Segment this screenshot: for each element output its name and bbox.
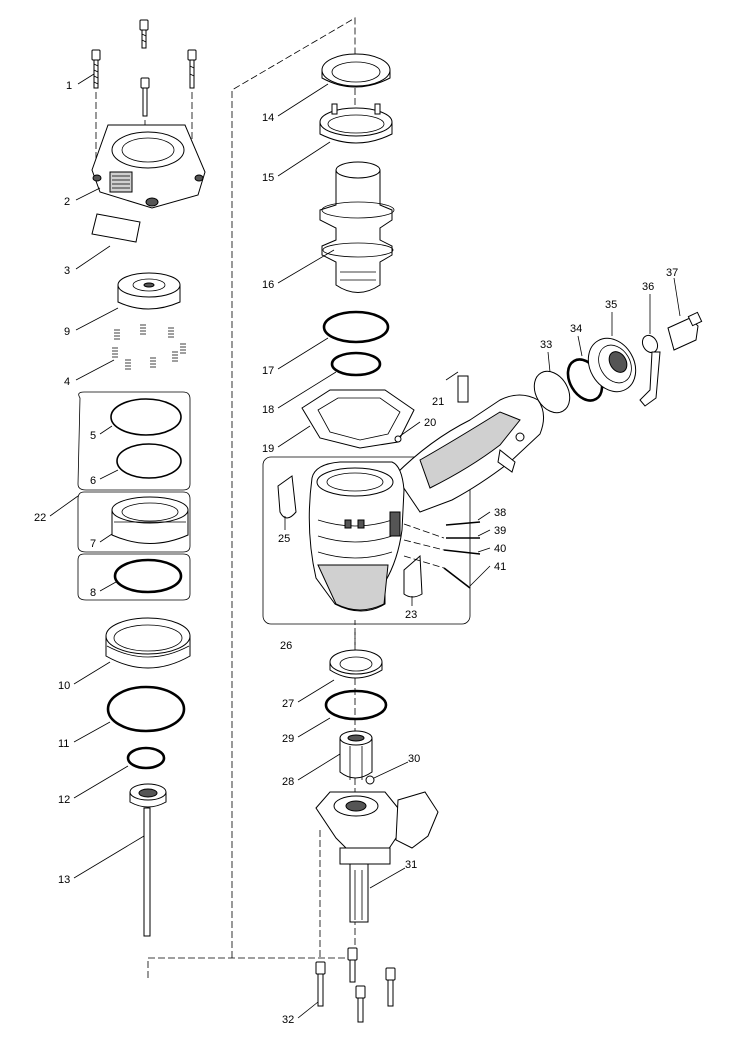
label-23: 23 xyxy=(405,609,417,621)
bolt-1 xyxy=(91,49,101,89)
o-ring-29 xyxy=(324,689,388,721)
cylinder-16 xyxy=(319,161,395,293)
plate-23 xyxy=(403,554,423,598)
springs xyxy=(112,324,186,370)
label-27: 27 xyxy=(282,698,294,710)
label-10: 10 xyxy=(58,680,70,692)
bolt-center xyxy=(140,77,150,117)
o-ring-5 xyxy=(110,398,182,436)
label-14: 14 xyxy=(262,112,274,124)
label-41: 41 xyxy=(494,561,506,573)
ring-15 xyxy=(319,103,393,144)
o-ring-18 xyxy=(330,351,382,377)
label-18: 18 xyxy=(262,404,274,416)
label-33: 33 xyxy=(540,339,552,351)
end-cap-35 xyxy=(587,337,637,393)
label-35: 35 xyxy=(605,299,617,311)
top-cover xyxy=(91,124,206,209)
label-15: 15 xyxy=(262,172,274,184)
group-26-box xyxy=(262,456,471,625)
piston-head xyxy=(117,272,181,310)
felt-pad xyxy=(91,213,141,243)
label-12: 12 xyxy=(58,794,70,806)
label-38: 38 xyxy=(494,507,506,519)
cylinder-ring xyxy=(105,617,191,669)
body-and-handle xyxy=(308,394,544,612)
label-29: 29 xyxy=(282,733,294,745)
o-ring-30 xyxy=(365,775,375,785)
bolts-32 xyxy=(315,830,396,1023)
label-8: 8 xyxy=(90,587,96,599)
label-19: 19 xyxy=(262,443,274,455)
seal-7 xyxy=(111,496,189,544)
label-16: 16 xyxy=(262,279,274,291)
nose-31 xyxy=(315,791,439,923)
label-5: 5 xyxy=(90,430,96,442)
label-4: 4 xyxy=(64,376,70,388)
label-40: 40 xyxy=(494,543,506,555)
label-7: 7 xyxy=(90,538,96,550)
label-21: 21 xyxy=(432,396,444,408)
label-3: 3 xyxy=(64,265,70,277)
label-20: 20 xyxy=(424,417,436,429)
label-28: 28 xyxy=(282,776,294,788)
label-31: 31 xyxy=(405,859,417,871)
pins xyxy=(403,521,481,589)
o-ring-17 xyxy=(322,310,390,344)
label-11: 11 xyxy=(58,738,69,750)
o-ring-20 xyxy=(394,435,402,443)
label-9: 9 xyxy=(64,326,70,338)
cap-strap-36 xyxy=(639,334,661,407)
label-17: 17 xyxy=(262,365,274,377)
assembly-boundary-top xyxy=(231,17,356,958)
nut-28 xyxy=(339,730,373,780)
o-ring-11 xyxy=(106,685,186,733)
group-22-box xyxy=(77,391,191,601)
label-13: 13 xyxy=(58,874,70,886)
bolt-right xyxy=(187,49,197,89)
label-30: 30 xyxy=(408,753,420,765)
air-plug-37 xyxy=(667,311,703,351)
label-22: 22 xyxy=(34,512,46,524)
leader-lines xyxy=(49,73,681,1019)
gasket-19 xyxy=(301,389,415,449)
label-36: 36 xyxy=(642,281,654,293)
bolt-top xyxy=(139,19,149,49)
bumper-ring-14 xyxy=(321,53,391,88)
label-39: 39 xyxy=(494,525,506,537)
label-37: 37 xyxy=(666,267,678,279)
label-26: 26 xyxy=(280,640,292,652)
label-21 xyxy=(457,375,469,403)
label-32: 32 xyxy=(282,1014,294,1026)
label-2: 2 xyxy=(64,196,70,208)
bumper-27 xyxy=(329,649,383,679)
plate-25 xyxy=(277,475,297,519)
label-6: 6 xyxy=(90,475,96,487)
label-34: 34 xyxy=(570,323,582,335)
driver-blade xyxy=(129,783,167,937)
filter-33 xyxy=(533,370,571,414)
o-ring-8 xyxy=(113,558,183,594)
label-25: 25 xyxy=(278,533,290,545)
o-ring-6 xyxy=(116,443,182,479)
o-ring-12 xyxy=(126,746,166,770)
label-1: 1 xyxy=(66,80,72,92)
